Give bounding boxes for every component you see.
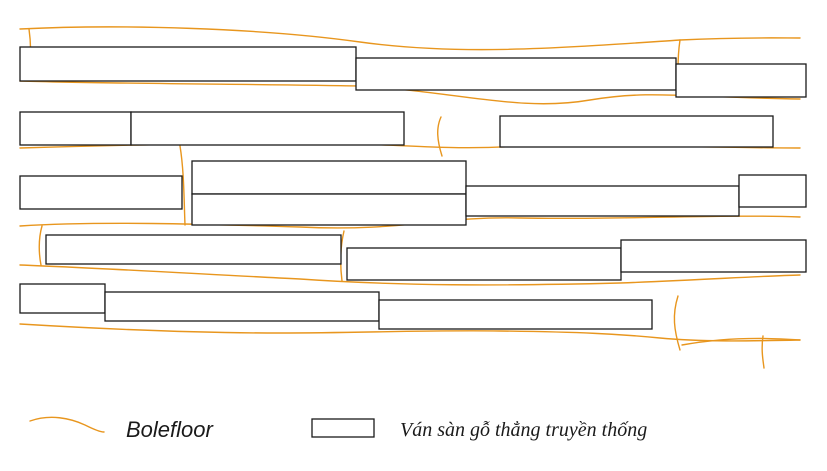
traditional-plank	[675, 63, 807, 98]
traditional-plank	[191, 193, 467, 226]
bolefloor-curve	[19, 80, 801, 105]
legend-item-traditional: Ván sàn gỗ thẳng truyền thống	[311, 418, 647, 441]
traditional-plank	[620, 239, 807, 273]
legend-traditional-swatch	[311, 418, 375, 438]
legend-bolefloor-label: Bolefloor	[126, 417, 215, 442]
traditional-plank	[499, 115, 774, 148]
traditional-plank	[45, 234, 342, 265]
bolefloor-joint	[673, 295, 681, 351]
legend: Bolefloor Ván sàn gỗ thẳng truyền thống	[29, 416, 647, 442]
bolefloor-joint	[437, 116, 443, 157]
traditional-plank	[130, 111, 405, 146]
traditional-planks	[19, 46, 807, 330]
traditional-plank	[19, 46, 357, 82]
bolefloor-curve	[19, 264, 801, 286]
legend-bolefloor-swatch	[29, 416, 105, 433]
bolefloor-joint	[38, 225, 43, 266]
traditional-plank	[191, 160, 467, 195]
legend-traditional-label: Ván sàn gỗ thẳng truyền thống	[400, 419, 647, 441]
bolefloor-joint	[761, 335, 765, 369]
traditional-plank	[355, 57, 677, 91]
legend-item-bolefloor: Bolefloor	[29, 416, 215, 442]
bolefloor-curve	[19, 323, 801, 342]
traditional-plank	[378, 299, 653, 330]
bolefloor-curve	[19, 26, 801, 51]
traditional-plank	[19, 283, 106, 314]
traditional-plank	[738, 174, 807, 208]
bolefloor-joint	[179, 145, 186, 226]
traditional-plank	[19, 111, 132, 146]
traditional-plank	[465, 185, 740, 217]
traditional-plank	[346, 247, 622, 281]
traditional-plank	[19, 175, 183, 210]
bolefloor-joint	[681, 337, 801, 346]
traditional-plank	[104, 291, 380, 322]
